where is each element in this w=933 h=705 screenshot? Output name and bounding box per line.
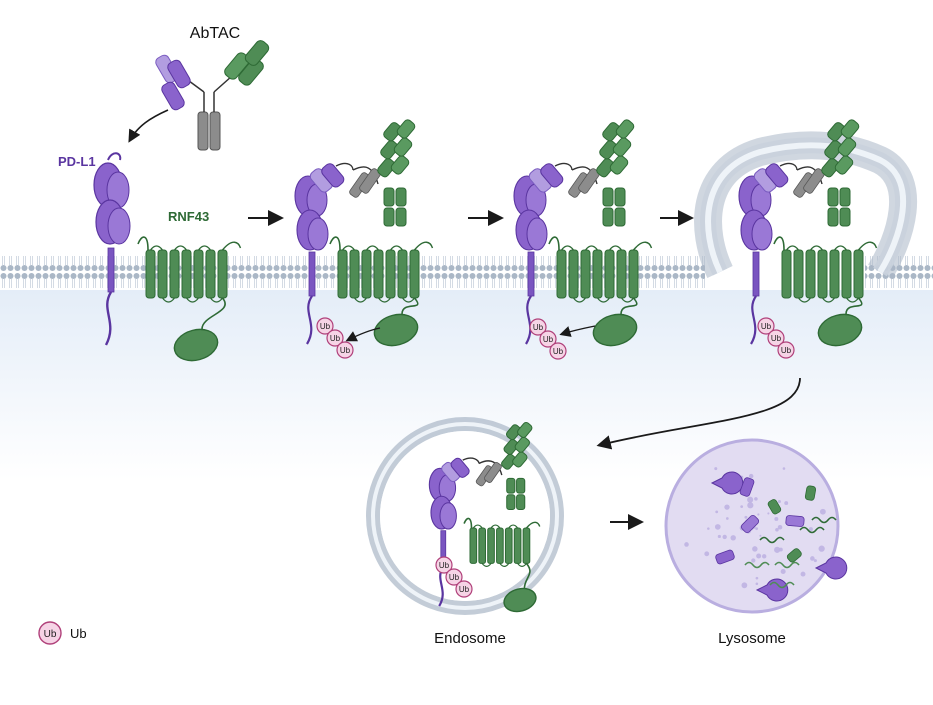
- ub-transfer-arrow-3: [559, 325, 596, 337]
- complex4-ub-2: [767, 329, 785, 347]
- ub-transfer-arrow-2: [345, 327, 381, 342]
- lysosome-label: Lysosome: [718, 630, 786, 647]
- complex3-ub-label-3: Ub: [553, 347, 564, 356]
- legend-ub: Ub Ub: [38, 621, 87, 645]
- legend-ub-symbol: Ub: [44, 629, 57, 640]
- complex2-ub-3: [336, 341, 354, 359]
- internalization-arrow: [596, 377, 801, 450]
- abtac-antibody: [155, 40, 270, 151]
- endosome-label: Endosome: [434, 630, 506, 647]
- complex3-ub-3: [549, 342, 567, 360]
- complex4-ub-1: [757, 317, 775, 335]
- plasma-membrane: [0, 131, 933, 290]
- stage-1-pdl1: [93, 152, 131, 346]
- complex2-ub-label-3: Ub: [340, 346, 351, 355]
- complex4-ub-label-2: Ub: [771, 334, 782, 343]
- endosome-ub-label-3: Ub: [459, 585, 470, 594]
- complex2-ub-1: [316, 317, 334, 335]
- stage-1-rnf43: [137, 236, 242, 362]
- complex4-ub-label-3: Ub: [781, 346, 792, 355]
- endosome-ub-1: [435, 556, 453, 574]
- endosome-ub-2: [445, 568, 463, 586]
- abtac-label: AbTAC: [190, 25, 240, 42]
- complex2-ub-2: [326, 329, 344, 347]
- endosome-ub-3: [455, 580, 473, 598]
- rnf43-label: RNF43: [168, 209, 209, 224]
- pdl1-label: PD-L1: [58, 154, 96, 169]
- complex2-ub-label-1: Ub: [320, 322, 331, 331]
- endosome-ub-label-2: Ub: [449, 573, 460, 582]
- complex3-ub-label-2: Ub: [543, 335, 554, 344]
- endosome-ub-label-1: Ub: [439, 561, 450, 570]
- complex4-ub-3: [777, 341, 795, 359]
- complex3-ub-label-1: Ub: [533, 323, 544, 332]
- legend-ub-text: Ub: [70, 626, 87, 641]
- binding-arrow: [128, 109, 169, 143]
- complex3-ub-2: [539, 330, 557, 348]
- complex2-ub-label-2: Ub: [330, 334, 341, 343]
- complex4-ub-label-1: Ub: [761, 322, 772, 331]
- lysosome: [664, 438, 848, 614]
- complex3-ub-1: [529, 318, 547, 336]
